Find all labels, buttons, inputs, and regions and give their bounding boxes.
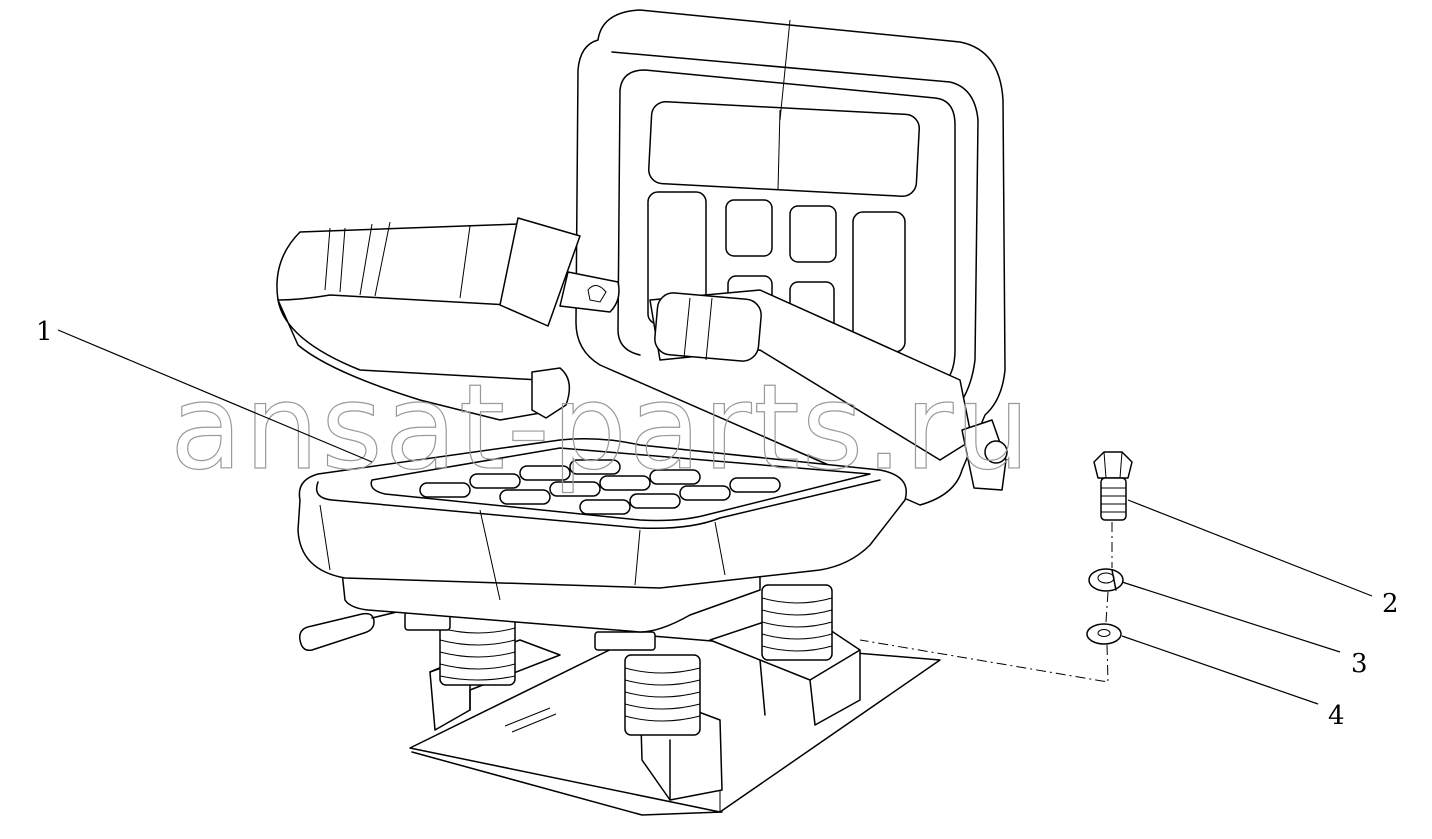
seat-belt bbox=[276, 217, 1008, 491]
seat-cushion bbox=[297, 438, 907, 601]
watermark: ansat-parts.ru bbox=[170, 358, 1032, 496]
callout-2: 2 bbox=[1382, 589, 1399, 619]
seat-rails bbox=[404, 611, 656, 651]
callout-1: 1 bbox=[36, 317, 53, 347]
leader-line-4 bbox=[1121, 635, 1319, 705]
callout-3: 3 bbox=[1351, 649, 1368, 679]
bolt bbox=[1093, 451, 1133, 521]
spring-left bbox=[439, 614, 516, 686]
leader-line-1 bbox=[57, 329, 373, 463]
flat-washer bbox=[1086, 623, 1122, 645]
assembly-centerline bbox=[859, 522, 1113, 683]
adjustment-lever bbox=[299, 609, 406, 652]
leader-lines bbox=[57, 329, 1373, 705]
spring-right bbox=[761, 584, 833, 661]
callout-4: 4 bbox=[1328, 701, 1345, 731]
leader-line-2 bbox=[1127, 499, 1373, 597]
leader-line-3 bbox=[1121, 581, 1341, 653]
lock-washer bbox=[1088, 568, 1124, 592]
spring-front bbox=[624, 654, 701, 736]
